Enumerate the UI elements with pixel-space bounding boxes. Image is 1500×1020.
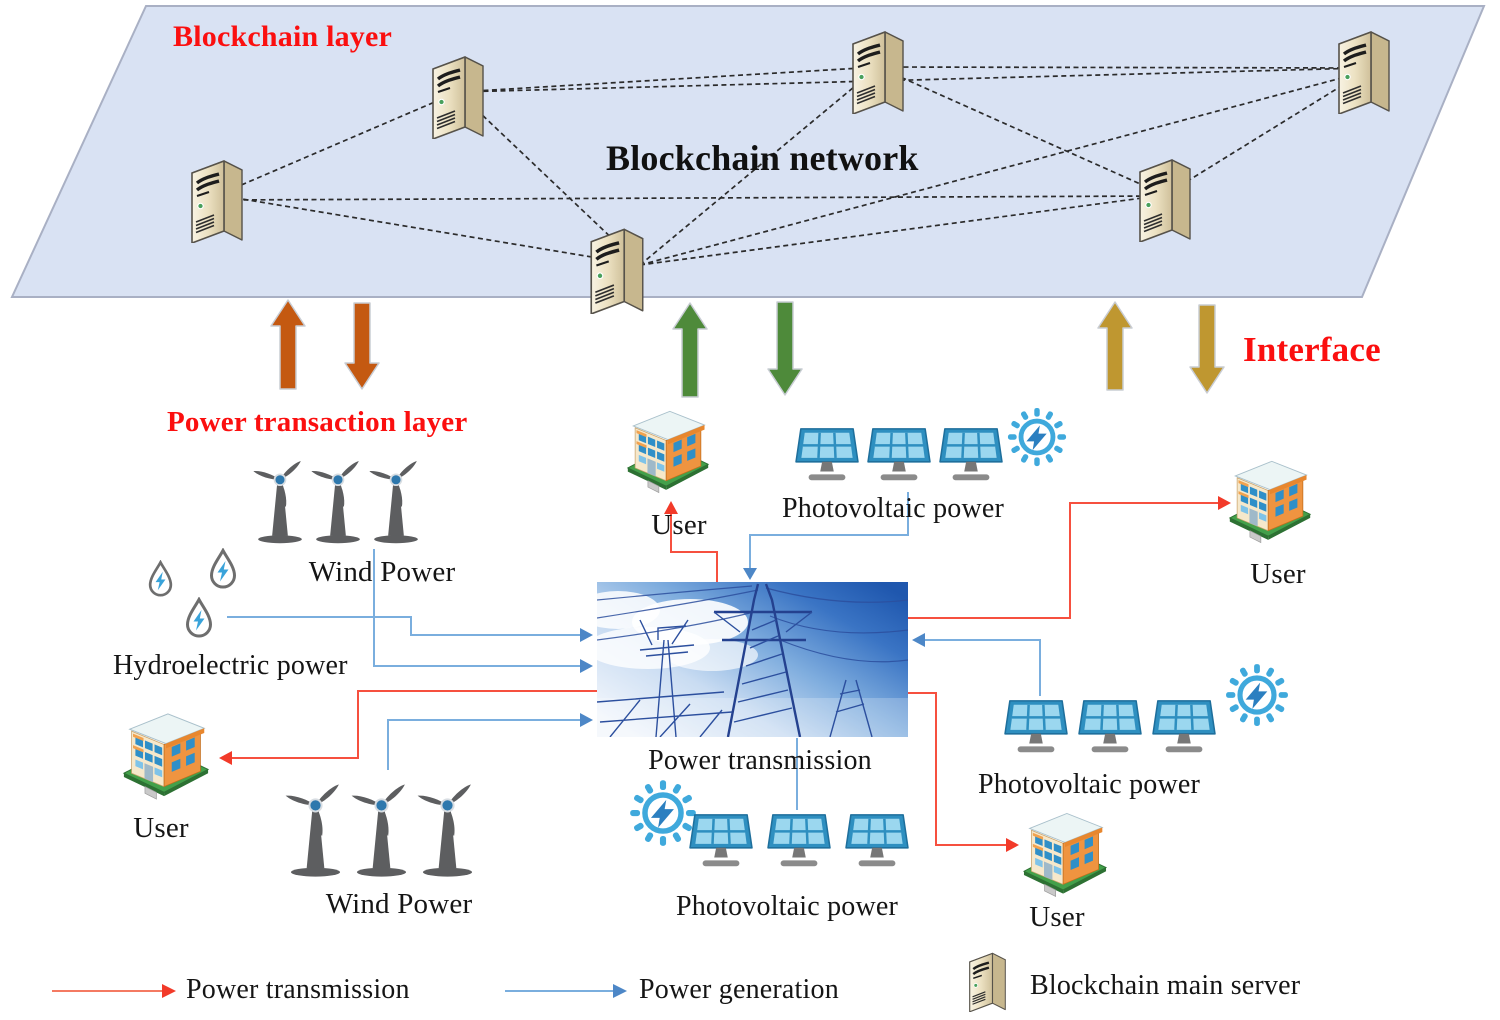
solar-panel-icon [866, 427, 932, 482]
power-generation-arrowheads [580, 568, 925, 727]
legend-red-arrow [52, 984, 176, 998]
blockchain-server-icon [1138, 158, 1192, 242]
wind-turbine-icon [284, 781, 342, 878]
water-drop-bolt-icon [210, 549, 236, 589]
legend-blue-arrow [505, 984, 627, 998]
user-building-icon [1229, 460, 1311, 544]
sun-gear-icon [1226, 664, 1288, 726]
legend-power-generation-label: Power generation [639, 974, 839, 1005]
interface-label: Interface [1243, 330, 1381, 369]
wind-turbine-icon [252, 458, 304, 545]
water-drop-bolt-icon [148, 560, 173, 597]
solar-panel-icon [1151, 699, 1217, 754]
solar-panel-icon [688, 813, 754, 868]
user-top-label: User [651, 509, 707, 541]
gold-up-arrow [1097, 301, 1133, 391]
solar-panel-icon [938, 427, 1004, 482]
solar-panel-icon [766, 813, 832, 868]
user-left-label: User [133, 812, 189, 844]
legend-blockchain-main-server-label: Blockchain main server [1030, 970, 1301, 1001]
power-generation-lines [227, 492, 1041, 810]
blockchain-server-icon [851, 30, 905, 114]
solar-panel-icon [794, 427, 860, 482]
solar-panel-icon [1003, 699, 1069, 754]
orange-down-arrow [344, 302, 380, 390]
wind-turbine-icon [310, 458, 362, 545]
blockchain-server-icon [190, 159, 244, 243]
hydroelectric-power-label: Hydroelectric power [113, 650, 348, 681]
user-building-icon [123, 713, 209, 800]
blockchain-server-icon [431, 55, 485, 139]
solar-panel-icon [1077, 699, 1143, 754]
photovoltaic-top-label: Photovoltaic power [781, 493, 1005, 524]
green-up-arrow [672, 302, 708, 398]
orange-up-arrow [270, 299, 306, 390]
legend-power-transmission-label: Power transmission [186, 974, 410, 1005]
power-transmission-arrowheads [219, 496, 1231, 852]
solar-panel-icon [844, 813, 910, 868]
green-down-arrow [767, 301, 803, 396]
wind-power-top-label: Wind Power [308, 556, 456, 588]
photovoltaic-right-label: Photovoltaic power [977, 769, 1201, 800]
wind-turbine-icon [368, 458, 420, 545]
wind-turbine-icon [350, 781, 408, 878]
user-building-icon [1023, 812, 1107, 897]
power-transaction-layer-label: Power transaction layer [167, 406, 468, 438]
blockchain-plane [10, 5, 1486, 298]
power-transmission-photo [597, 582, 908, 737]
sun-gear-icon [1008, 408, 1066, 466]
blockchain-server-icon [1337, 30, 1391, 114]
water-drop-bolt-icon [186, 598, 212, 638]
user-bottom-right-label: User [1029, 901, 1085, 933]
blockchain-network-mesh [217, 66, 1365, 266]
blockchain-server-icon [589, 227, 645, 314]
user-building-icon [627, 410, 709, 494]
sun-gear-icon [630, 780, 696, 846]
blockchain-layer-label: Blockchain layer [173, 20, 393, 53]
wind-turbine-icon [416, 781, 474, 878]
photovoltaic-bottom-label: Photovoltaic power [675, 891, 899, 922]
gold-down-arrow [1189, 304, 1225, 394]
wind-power-bottom-label: Wind Power [325, 888, 473, 920]
power-transmission-caption: Power transmission [648, 745, 872, 776]
blockchain-network-label: Blockchain network [606, 138, 919, 178]
power-transmission-lines [228, 502, 1222, 846]
legend-server-icon [968, 952, 1007, 1012]
user-right-label: User [1250, 558, 1306, 590]
